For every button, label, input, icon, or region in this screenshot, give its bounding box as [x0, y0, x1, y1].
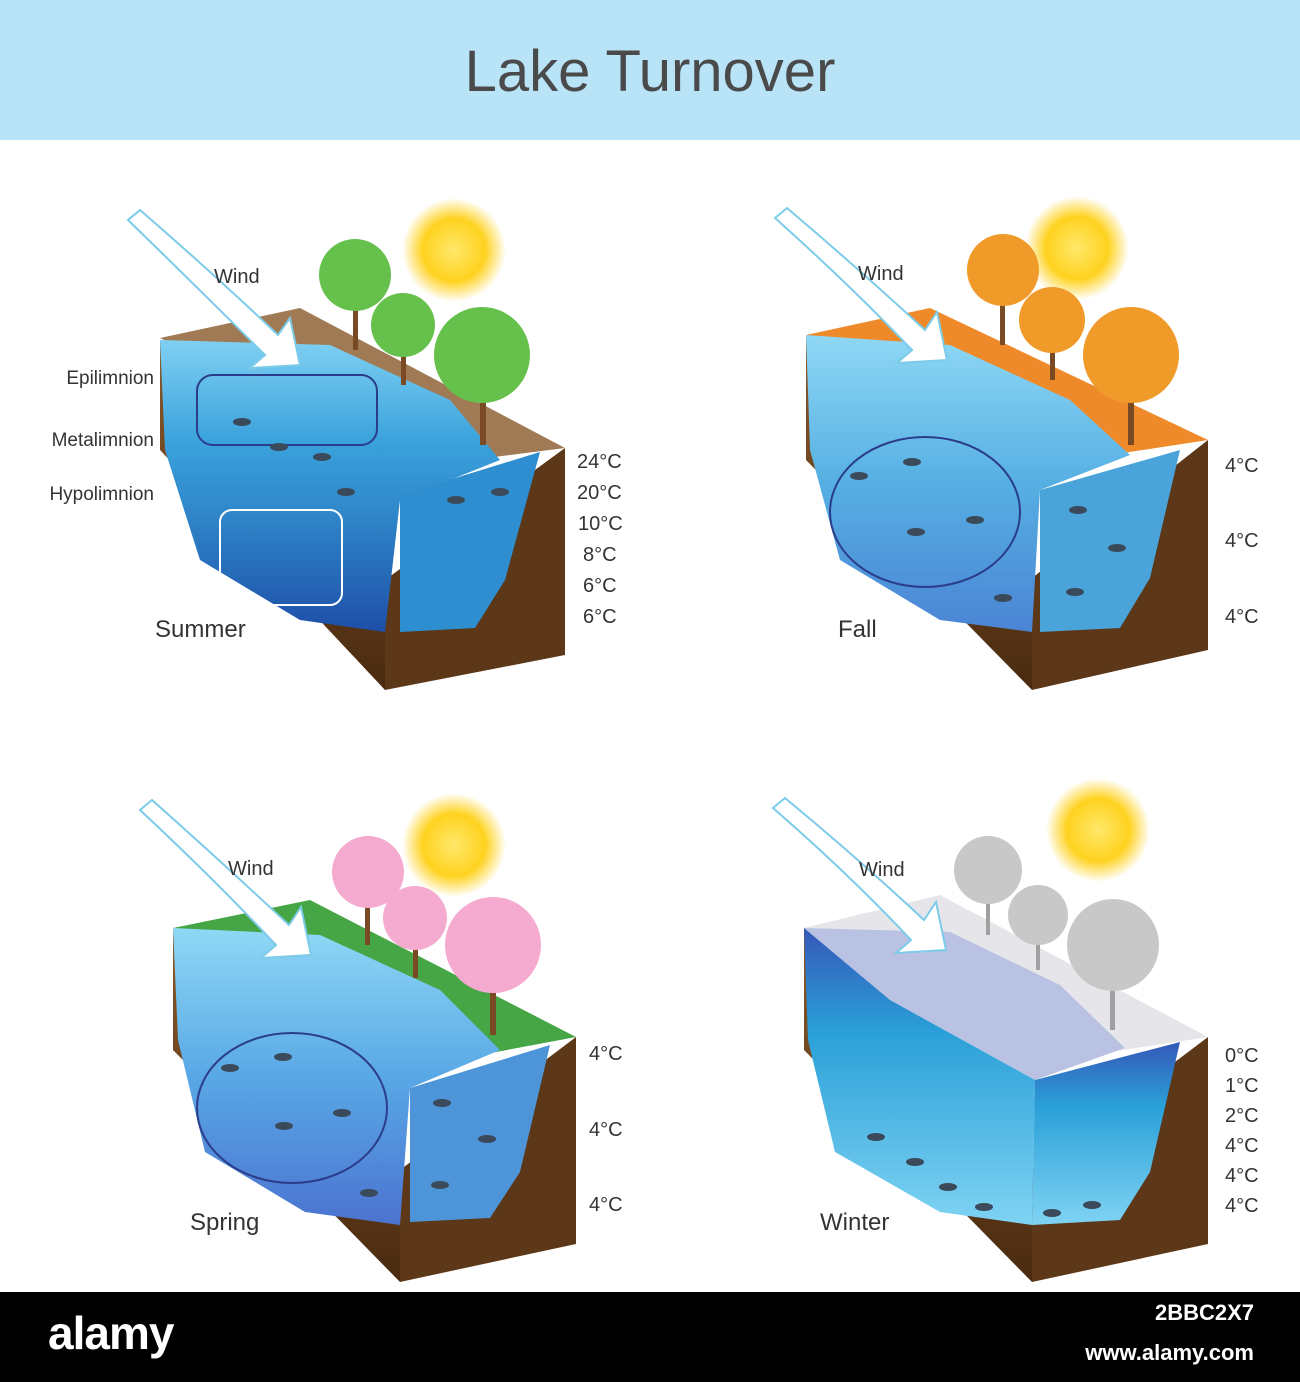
water-body [804, 928, 1035, 1225]
temp-label: 8°C [583, 544, 617, 566]
temp-label: 6°C [583, 575, 617, 597]
sun-icon [1025, 196, 1129, 300]
tree-icon [332, 836, 541, 1035]
layer-label-hypolimnion: Hypolimnion [49, 484, 154, 505]
temp-label: 4°C [1225, 530, 1259, 552]
temp-label: 4°C [589, 1043, 623, 1065]
wind-label: Wind [858, 263, 904, 285]
season-label-winter: Winter [820, 1209, 890, 1236]
wind-label: Wind [859, 859, 905, 881]
temp-label: 24°C [577, 451, 622, 473]
layer-label-metalimnion: Metalimnion [51, 430, 154, 451]
water-body [173, 928, 500, 1225]
temp-label: 20°C [577, 482, 622, 504]
sun-icon [1046, 778, 1150, 882]
footer-bar: alamy 2BBC2X7 www.alamy.com [0, 1292, 1300, 1382]
page-title: Lake Turnover [464, 39, 836, 104]
tree-icon [954, 836, 1159, 1030]
water-body [806, 335, 1130, 632]
ice-surface [804, 928, 1125, 1080]
wind-label: Wind [214, 266, 260, 288]
temp-label: 4°C [1225, 455, 1259, 477]
temp-label: 4°C [589, 1194, 623, 1216]
wind-label: Wind [228, 858, 274, 880]
temp-label: 2°C [1225, 1105, 1259, 1127]
fall-panel [773, 196, 1208, 690]
sun-icon [402, 198, 506, 302]
temp-label: 0°C [1225, 1045, 1259, 1067]
title-banner [0, 0, 1300, 140]
temp-label: 4°C [1225, 1135, 1259, 1157]
water-front [400, 452, 540, 632]
alamy-logo: alamy [48, 1307, 174, 1359]
season-label-summer: Summer [155, 616, 246, 643]
season-label-spring: Spring [190, 1209, 260, 1236]
tree-icon [319, 239, 530, 445]
temp-label: 4°C [1225, 606, 1259, 628]
water-body [160, 340, 500, 632]
circulation-arrow [196, 1032, 388, 1184]
tree-icon [967, 234, 1179, 445]
temp-label: 4°C [1225, 1195, 1259, 1217]
winter-panel [771, 778, 1208, 1282]
water-front [1040, 450, 1180, 632]
temp-label: 6°C [583, 606, 617, 628]
circulation-arrow [829, 436, 1021, 588]
wind-arrow-icon [771, 796, 948, 955]
wind-arrow-icon [126, 208, 302, 370]
sun-icon [402, 793, 506, 897]
temp-label: 4°C [589, 1119, 623, 1141]
wind-arrow-icon [138, 798, 313, 960]
image-id: 2BBC2X7 [1154, 1300, 1254, 1325]
summer-panel [126, 198, 565, 690]
season-label-fall: Fall [838, 616, 877, 643]
water-front [1032, 1042, 1180, 1225]
footer-url[interactable]: www.alamy.com [1085, 1340, 1254, 1365]
temp-label: 10°C [578, 513, 623, 535]
wind-arrow-icon [773, 206, 949, 365]
spring-panel [138, 793, 576, 1282]
layer-label-epilimnion: Epilimnion [66, 368, 154, 389]
temp-label: 4°C [1225, 1165, 1259, 1187]
water-front [410, 1045, 550, 1222]
temp-label: 1°C [1225, 1075, 1259, 1097]
